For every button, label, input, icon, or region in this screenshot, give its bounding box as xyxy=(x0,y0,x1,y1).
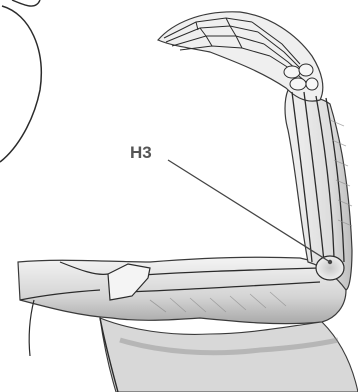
callout-label: H3 xyxy=(130,143,152,162)
callout-point xyxy=(328,260,332,264)
torso-skin xyxy=(100,318,358,392)
elbow-joint xyxy=(316,256,344,280)
upper-arm-skin xyxy=(18,257,346,323)
head-outline xyxy=(0,6,41,162)
ear-outline xyxy=(12,0,40,6)
